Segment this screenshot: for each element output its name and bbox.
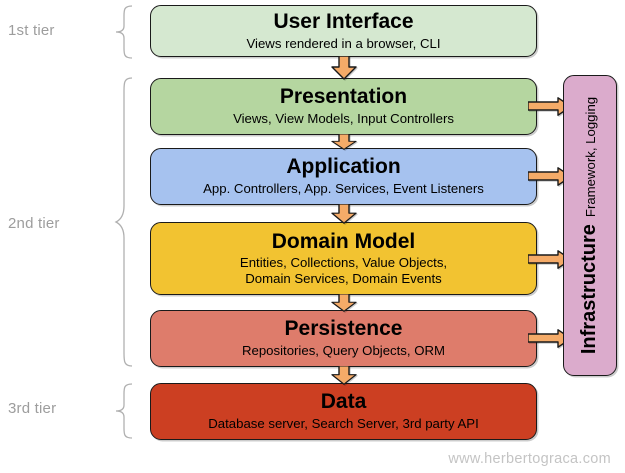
layer-title: User Interface xyxy=(273,9,414,33)
arrow-down-domain-to-persistence xyxy=(331,294,357,312)
arrow-down-persistence-to-data xyxy=(331,366,357,385)
tier-brace-3rd xyxy=(115,383,133,439)
arrow-down-application-to-domain xyxy=(331,204,357,224)
tier-label-2nd: 2nd tier xyxy=(8,215,60,232)
layer-presentation[interactable]: Presentation Views, View Models, Input C… xyxy=(150,78,537,135)
watermark: www.herbertograca.com xyxy=(448,451,611,467)
layer-subtitle: Views, View Models, Input Controllers xyxy=(233,111,454,127)
layer-title: Application xyxy=(286,155,401,179)
arrow-down-ui-to-presentation xyxy=(331,56,357,80)
layer-subtitle: Entities, Collections, Value Objects, Do… xyxy=(239,255,448,286)
layer-infrastructure[interactable]: Infrastructure Framework, Logging xyxy=(563,75,617,376)
layer-subtitle: App. Controllers, App. Services, Event L… xyxy=(203,181,484,197)
tier-label-3rd: 3rd tier xyxy=(8,400,57,417)
layer-title: Persistence xyxy=(284,317,403,341)
tier-brace-2nd xyxy=(114,77,133,367)
tier-label-1st: 1st tier xyxy=(8,22,55,39)
infrastructure-subtitle: Framework, Logging xyxy=(583,96,599,218)
layer-user-interface[interactable]: User Interface Views rendered in a brows… xyxy=(150,5,537,57)
layer-persistence[interactable]: Persistence Repositories, Query Objects,… xyxy=(150,310,537,367)
layer-subtitle: Views rendered in a browser, CLI xyxy=(246,35,441,51)
tier-brace-1st xyxy=(115,5,133,59)
layer-title: Domain Model xyxy=(271,229,416,253)
layer-title: Data xyxy=(320,390,367,414)
layer-title: Presentation xyxy=(279,85,408,109)
layer-subtitle: Repositories, Query Objects, ORM xyxy=(241,343,445,359)
layer-application[interactable]: Application App. Controllers, App. Servi… xyxy=(150,148,537,205)
layer-subtitle: Database server, Search Server, 3rd part… xyxy=(208,416,479,432)
infrastructure-title: Infrastructure xyxy=(578,224,601,355)
arrow-down-presentation-to-application xyxy=(331,134,357,150)
layer-domain-model[interactable]: Domain Model Entities, Collections, Valu… xyxy=(150,222,537,295)
layer-data[interactable]: Data Database server, Search Server, 3rd… xyxy=(150,383,537,440)
